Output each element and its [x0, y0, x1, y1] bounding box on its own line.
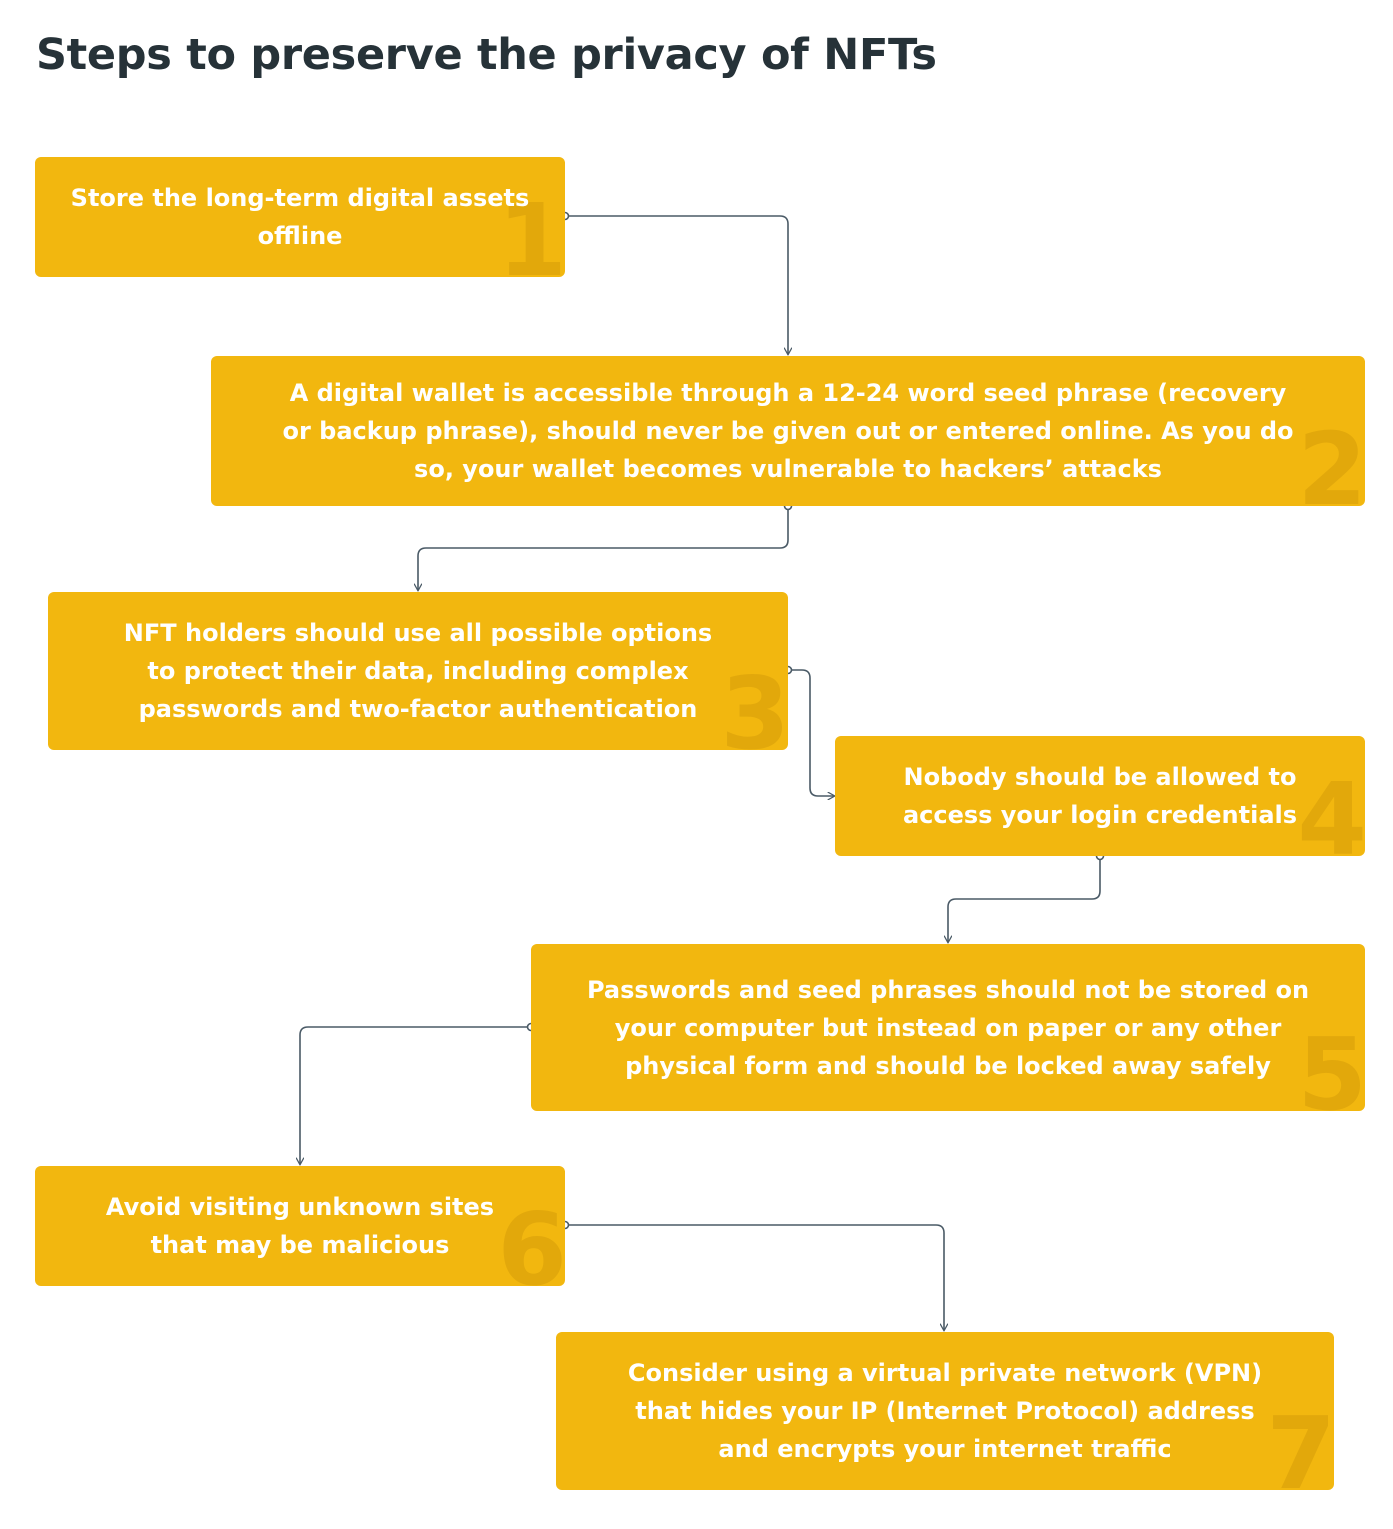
step-4-number: 4 [1297, 761, 1365, 857]
step-2-text: A digital wallet is accessible through a… [282, 379, 1294, 483]
connector-5-6 [300, 1026, 531, 1164]
connector-4-5 [948, 856, 1101, 942]
step-1-number: 1 [497, 182, 565, 278]
step-2-box: 2 A digital wallet is accessible through… [211, 356, 1365, 506]
connector-1-2 [565, 215, 788, 354]
step-2-number: 2 [1297, 411, 1365, 507]
step-3-text: NFT holders should use all possible opti… [123, 619, 713, 723]
step-3-box: 3 NFT holders should use all possible op… [48, 592, 788, 750]
step-5-text: Passwords and seed phrases should not be… [586, 975, 1310, 1080]
step-3-number: 3 [720, 655, 788, 751]
connector-2-3 [418, 506, 789, 590]
page-title: Steps to preserve the privacy of NFTs [36, 30, 937, 80]
step-6-box: 6 Avoid visiting unknown sites that may … [35, 1166, 565, 1286]
step-4-box: 4 Nobody should be allowed to access you… [835, 736, 1365, 856]
step-1-text: Store the long-term digital assets offli… [70, 184, 530, 250]
step-7-box: 7 Consider using a virtual private netwo… [556, 1332, 1334, 1490]
step-4-text: Nobody should be allowed to access your … [902, 763, 1298, 829]
step-5-box: 5 Passwords and seed phrases should not … [531, 944, 1365, 1111]
step-6-number: 6 [497, 1191, 565, 1287]
step-5-number: 5 [1297, 1016, 1365, 1112]
step-6-text: Avoid visiting unknown sites that may be… [105, 1193, 495, 1259]
step-7-number: 7 [1266, 1395, 1334, 1491]
connector-6-7 [565, 1224, 944, 1330]
step-7-text: Consider using a virtual private network… [627, 1359, 1263, 1463]
connector-3-4 [788, 669, 834, 796]
step-1-box: 1 Store the long-term digital assets off… [35, 157, 565, 277]
